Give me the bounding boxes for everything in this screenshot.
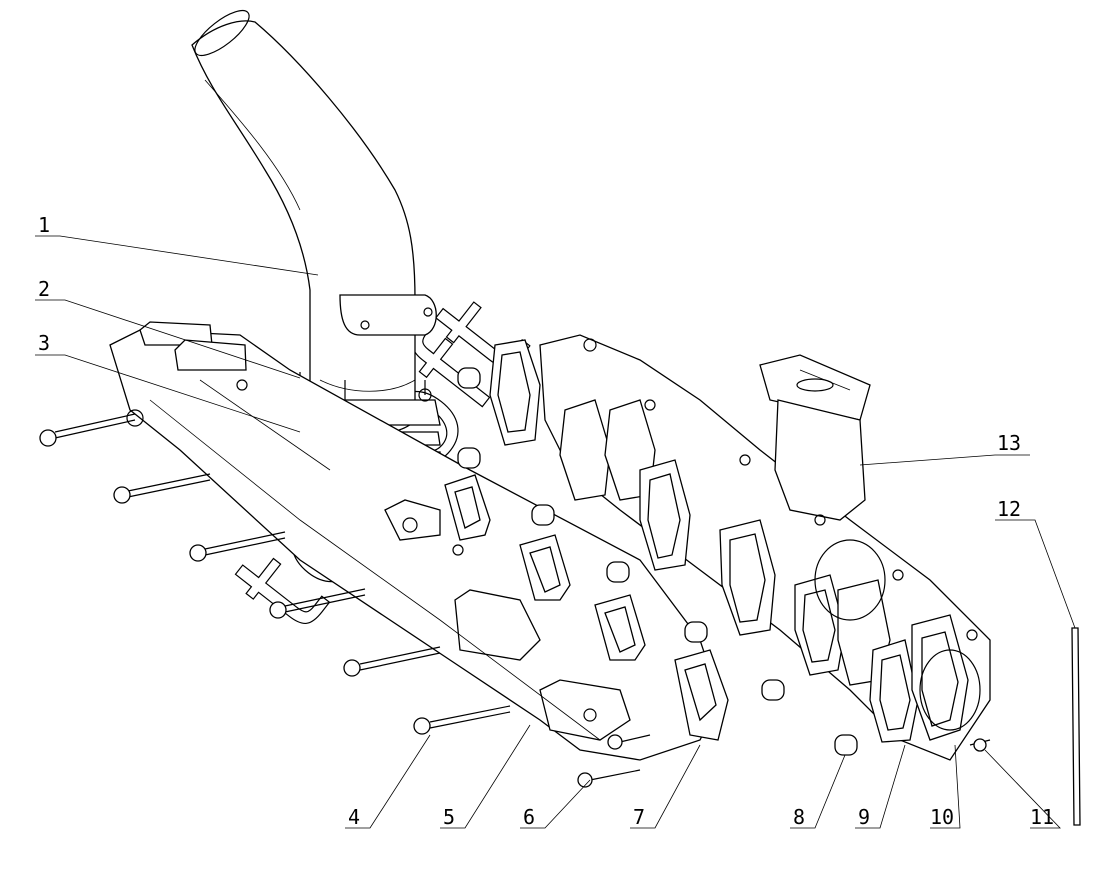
callout-1: 1 bbox=[38, 213, 50, 237]
callout-5: 5 bbox=[443, 805, 455, 829]
callout-11: 11 bbox=[1030, 805, 1054, 829]
spacer-sleeves bbox=[457, 367, 858, 756]
callout-13: 13 bbox=[997, 431, 1021, 455]
callout-labels: 1 2 3 4 5 6 7 8 9 10 11 12 13 bbox=[38, 213, 1054, 829]
long-bolts bbox=[39, 413, 651, 788]
manifold-gaskets bbox=[444, 474, 729, 741]
callout-10: 10 bbox=[930, 805, 954, 829]
callout-7: 7 bbox=[633, 805, 645, 829]
callout-2: 2 bbox=[38, 277, 50, 301]
callout-8: 8 bbox=[793, 805, 805, 829]
callout-6: 6 bbox=[523, 805, 535, 829]
callout-12: 12 bbox=[997, 497, 1021, 521]
callout-9: 9 bbox=[858, 805, 870, 829]
front-exhaust-manifold bbox=[109, 321, 721, 761]
rear-exhaust-manifold bbox=[489, 334, 991, 761]
callout-3: 3 bbox=[38, 331, 50, 355]
sealing-strip bbox=[1071, 627, 1081, 826]
callout-4: 4 bbox=[348, 805, 360, 829]
leader-lines bbox=[35, 235, 1076, 829]
